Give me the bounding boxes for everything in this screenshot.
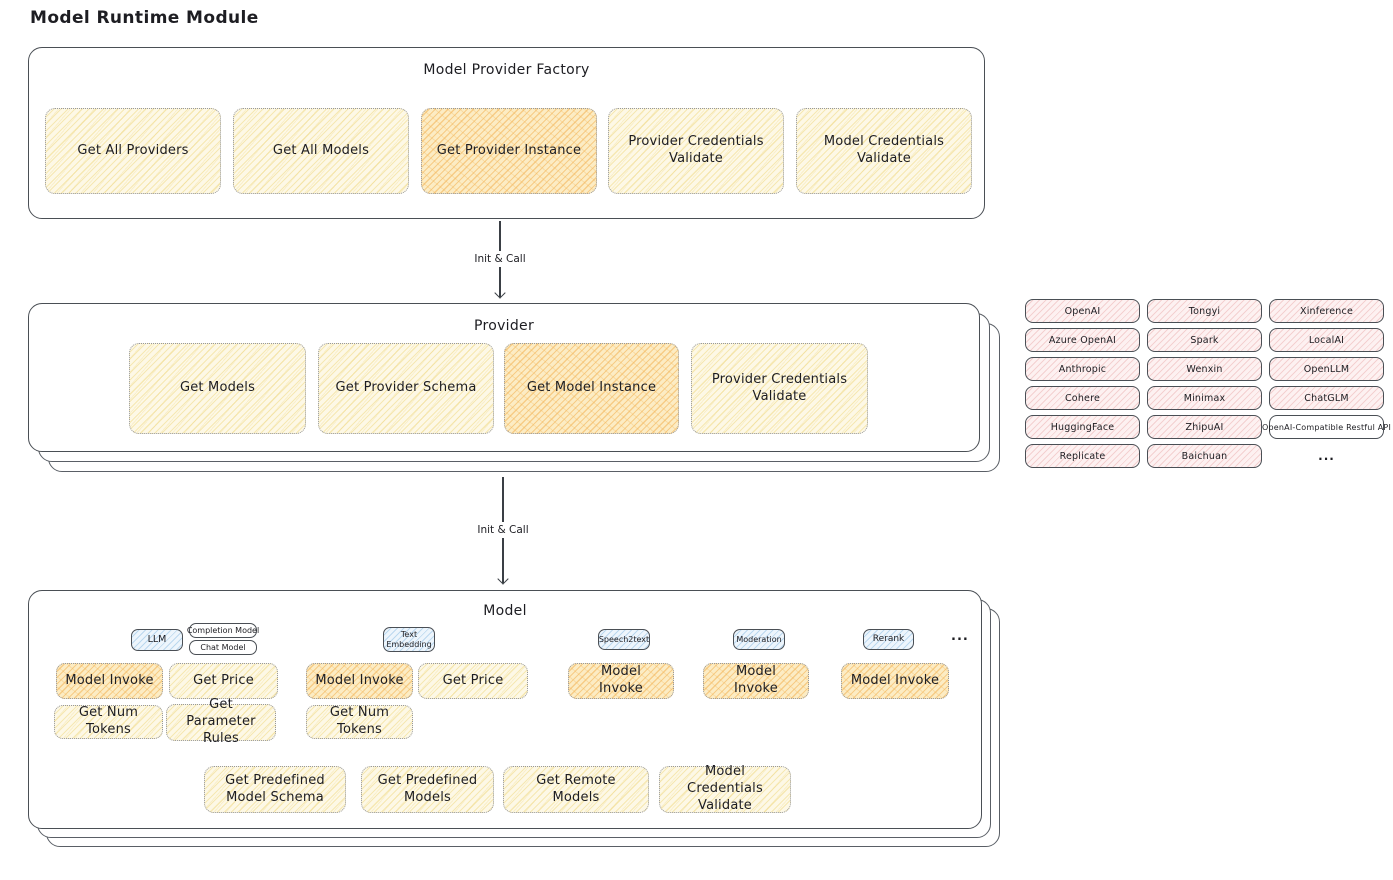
node-get-models: Get Models <box>129 343 306 434</box>
tabs-ellipsis: ... <box>951 629 969 644</box>
node-llm-model-invoke: Model Invoke <box>56 663 163 699</box>
node-get-model-instance: Get Model Instance <box>504 343 679 434</box>
node-text-embedding-get-num-tokens: Get Num Tokens <box>306 705 413 739</box>
node-get-remote-models: Get Remote Models <box>503 766 649 813</box>
vendor-replicate: Replicate <box>1025 444 1140 468</box>
node-get-predefined-models: Get Predefined Models <box>361 766 494 813</box>
tab-llm: LLM <box>131 629 183 651</box>
arrow-line <box>502 538 504 583</box>
vendor-ellipsis: ... <box>1318 449 1335 463</box>
model-panel: Model LLM Completion Model Chat Model Te… <box>28 590 982 829</box>
vendor-wenxin: Wenxin <box>1147 357 1262 381</box>
node-get-all-providers: Get All Providers <box>45 108 221 194</box>
factory-panel-title: Model Provider Factory <box>423 62 590 78</box>
vendor-openai: OpenAI <box>1025 299 1140 323</box>
vendor-minimax: Minimax <box>1147 386 1262 410</box>
provider-panel: Provider Get Models Get Provider Schema … <box>28 303 980 452</box>
vendor-cohere: Cohere <box>1025 386 1140 410</box>
page-title: Model Runtime Module <box>30 8 259 28</box>
vendor-zhipuai: ZhipuAI <box>1147 415 1262 439</box>
node-model-credentials-validate: Model Credentials Validate <box>796 108 972 194</box>
node-get-all-models: Get All Models <box>233 108 409 194</box>
node-text-embedding-model-invoke: Model Invoke <box>306 663 413 699</box>
arrow-label: Init & Call <box>474 253 526 265</box>
vendor-localai: LocalAI <box>1269 328 1384 352</box>
vendor-spark: Spark <box>1147 328 1262 352</box>
provider-panel-title: Provider <box>473 318 535 334</box>
vendor-chatglm: ChatGLM <box>1269 386 1384 410</box>
arrow-provider-to-model: Init & Call <box>469 477 537 585</box>
subtab-completion-model: Completion Model <box>187 623 259 638</box>
vendor-xinference: Xinference <box>1269 299 1384 323</box>
node-text-embedding-get-price: Get Price <box>418 663 528 699</box>
node-llm-get-parameter-rules: Get Parameter Rules <box>166 697 276 746</box>
subtab-chat-model: Chat Model <box>189 640 257 655</box>
node-provider-credentials-validate: Provider Credentials Validate <box>608 108 784 194</box>
vendor-azure-openai: Azure OpenAI <box>1025 328 1140 352</box>
arrow-line <box>499 267 501 297</box>
vendor-grid: OpenAI Tongyi Xinference Azure OpenAI Sp… <box>1025 299 1391 468</box>
arrow-line <box>499 221 501 251</box>
node-get-provider-schema: Get Provider Schema <box>318 343 494 434</box>
arrow-line <box>502 477 504 522</box>
arrow-factory-to-provider: Init & Call <box>466 221 534 299</box>
vendor-huggingface: HuggingFace <box>1025 415 1140 439</box>
node-llm-get-price: Get Price <box>169 663 278 699</box>
arrow-label: Init & Call <box>477 524 529 536</box>
vendor-openai-compatible-restful-api: OpenAI-Compatible Restful API <box>1262 415 1391 439</box>
tab-rerank: Rerank <box>863 629 914 650</box>
factory-panel: Model Provider Factory Get All Providers… <box>28 47 985 219</box>
model-panel-title: Model <box>483 603 527 619</box>
node-model-credentials-validate-2: Model Credentials Validate <box>659 764 791 813</box>
node-provider-credentials-validate-2: Provider Credentials Validate <box>691 343 868 434</box>
node-moderation-model-invoke: Model Invoke <box>703 663 809 699</box>
tab-moderation: Moderation <box>733 629 785 650</box>
node-llm-get-num-tokens: Get Num Tokens <box>54 705 163 739</box>
vendor-openllm: OpenLLM <box>1269 357 1384 381</box>
vendor-anthropic: Anthropic <box>1025 357 1140 381</box>
tab-text-embedding: Text Embedding <box>383 627 435 652</box>
vendor-tongyi: Tongyi <box>1147 299 1262 323</box>
node-rerank-model-invoke: Model Invoke <box>841 663 949 699</box>
node-speech2text-model-invoke: Model Invoke <box>568 663 674 699</box>
vendor-baichuan: Baichuan <box>1147 444 1262 468</box>
arrowhead-down-icon <box>497 573 509 585</box>
node-get-predefined-model-schema: Get Predefined Model Schema <box>204 766 346 813</box>
arrowhead-down-icon <box>494 287 506 299</box>
node-get-provider-instance: Get Provider Instance <box>421 108 597 194</box>
tab-speech2text: Speech2text <box>598 629 650 650</box>
